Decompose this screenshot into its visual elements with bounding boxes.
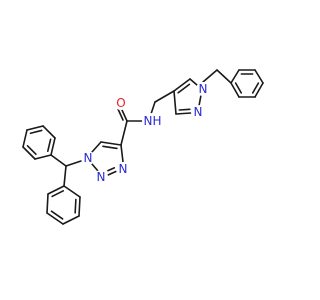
bond-phenyl-b-ring-2-inner xyxy=(50,210,64,220)
bond-pyrazole-n2-c3 xyxy=(175,112,192,115)
atom-label-pyrazole-n2: N xyxy=(194,105,203,119)
atom-label-triazole-n3: N xyxy=(119,162,128,176)
atom-label-o1: O xyxy=(116,96,125,110)
bond-triazole-n2-n3-inner xyxy=(107,167,116,172)
atom-pyrazole-n2: N xyxy=(191,105,205,119)
bond-phenyl-b-ring-3 xyxy=(62,215,80,225)
bond-triazole-c4-c5-inner xyxy=(102,145,118,150)
bond-layer xyxy=(22,69,264,225)
atom-amide-nitrogen: N H xyxy=(142,113,162,129)
bond-linker-ch2-n xyxy=(150,101,156,115)
atom-triazole-n3: N xyxy=(116,162,130,176)
bond-benzyl-ring-5-inner xyxy=(234,82,243,94)
bond-triazole-n3-c4 xyxy=(120,144,124,163)
bond-benzyl-ring-3 xyxy=(254,82,264,98)
atom-pyrazole-n1: N xyxy=(196,82,210,96)
atom-label-triazole-n1: N xyxy=(84,151,93,165)
bond-triazole-c5-n1 xyxy=(91,141,102,153)
bond-phenyl-b-ring-5 xyxy=(63,185,81,198)
bond-amide-c-o-inner xyxy=(117,108,124,121)
bond-pyrazole-c4-c5 xyxy=(173,78,191,92)
bond-phenyl-b-ring-0-inner xyxy=(51,190,65,198)
atom-oxygen: O xyxy=(114,96,128,110)
atom-label-layer: O N H N N N xyxy=(81,82,210,184)
bond-phenyl-a-ring-0-inner xyxy=(46,138,52,153)
bond-n1-benzhydryl xyxy=(65,160,82,167)
bond-benzyl-ring-3-inner xyxy=(251,82,260,94)
bond-benzyl-ring-2 xyxy=(254,69,264,84)
bond-linker-c4-ch2 xyxy=(154,90,175,103)
bond-benzhydryl-phenyl-a xyxy=(50,154,67,167)
bond-phenyl-a-ring-0 xyxy=(50,137,56,156)
bond-phenyl-a-ring-2 xyxy=(26,125,44,131)
bond-benzhydryl-phenyl-b xyxy=(63,165,67,187)
atom-label-triazole-n2: N xyxy=(97,170,106,184)
bond-benzyl-ch2-b xyxy=(202,69,218,83)
structure-canvas: O N H N N N xyxy=(22,69,264,225)
bond-triazole-n2-n3 xyxy=(107,170,118,176)
bond-phenyl-b-ring-2 xyxy=(46,212,64,225)
bond-amide-c-triazole xyxy=(120,120,128,146)
bond-amide-c-o xyxy=(121,109,128,122)
bond-phenyl-a-ring-4 xyxy=(22,146,36,160)
bond-phenyl-b-ring-1 xyxy=(46,193,49,214)
bond-benzyl-ring-0 xyxy=(230,69,240,84)
bond-benzyl-ring-5 xyxy=(230,82,240,98)
bond-phenyl-a-ring-2-inner xyxy=(29,129,43,135)
atom-label-pyrazole-n1: N xyxy=(199,82,208,96)
bond-pyrazole-c4-c5-inner xyxy=(177,83,191,94)
bond-phenyl-a-ring-1 xyxy=(42,125,56,139)
bond-phenyl-b-ring-0 xyxy=(47,185,65,195)
bond-benzyl-ch2-a xyxy=(216,69,232,84)
atom-label-amide-h: H xyxy=(152,114,161,128)
bond-phenyl-b-ring-4-inner xyxy=(74,198,77,214)
bond-phenyl-b-ring-4 xyxy=(78,196,81,217)
bond-pyrazole-n1-n2 xyxy=(198,94,202,107)
bond-pyrazole-c5-n1 xyxy=(189,78,198,86)
bond-phenyl-a-ring-3 xyxy=(22,129,28,148)
atom-triazole-n2: N xyxy=(94,170,108,184)
bond-pyrazole-n2-c3-inner xyxy=(178,108,191,111)
bond-triazole-n1-n2 xyxy=(91,163,99,172)
bond-triazole-c4-c5 xyxy=(100,141,122,146)
bond-pyrazole-c3-c4 xyxy=(173,90,177,115)
atom-triazole-n1: N xyxy=(81,151,95,165)
atom-label-amide-n: N xyxy=(144,114,153,128)
molecule-drawing: O N H N N N xyxy=(22,69,264,225)
bond-phenyl-a-ring-5 xyxy=(34,154,52,160)
bond-phenyl-a-ring-4-inner xyxy=(26,145,37,156)
